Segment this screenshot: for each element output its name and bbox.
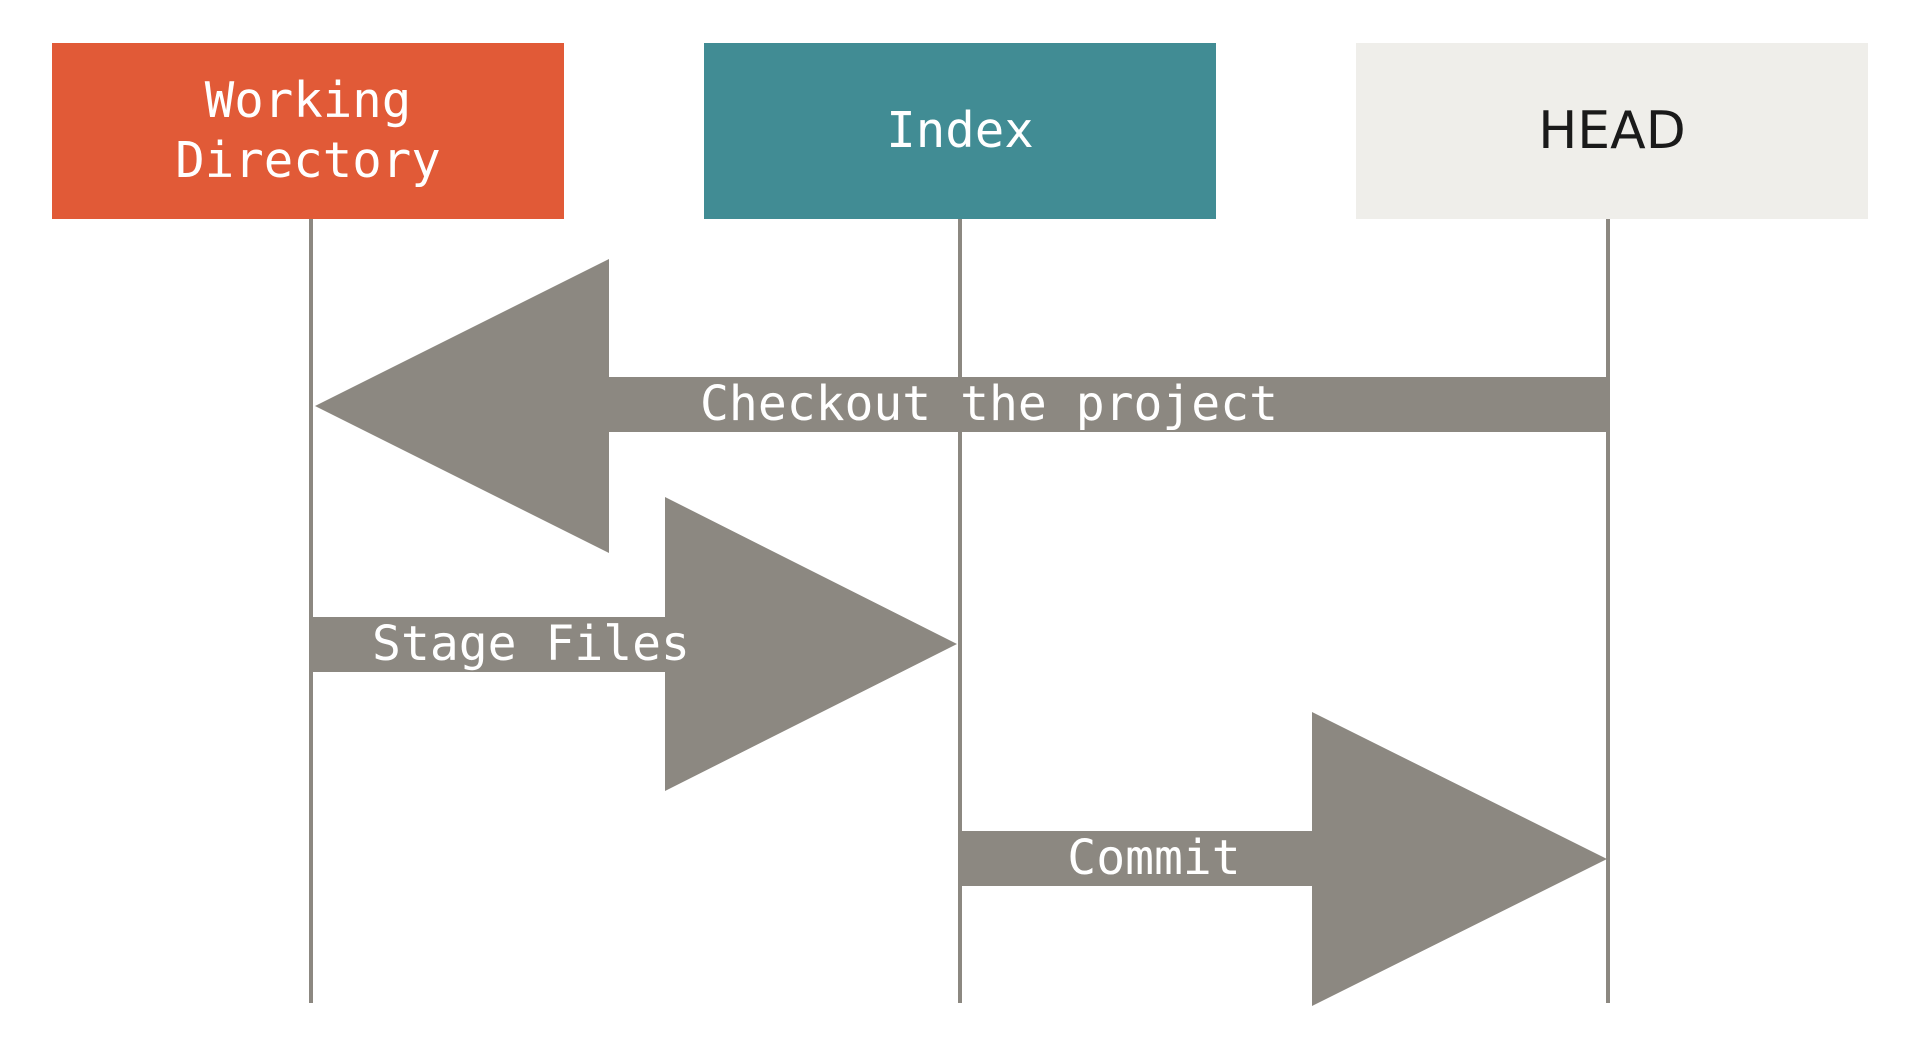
head-box: HEAD [1356, 43, 1868, 219]
checkout-arrow-label: Checkout the project [700, 376, 1278, 432]
commit-arrow: Commit [960, 712, 1607, 1006]
head-label: HEAD [1538, 101, 1686, 161]
working-directory-label: Working Directory [175, 72, 441, 189]
index-label: Index [886, 102, 1034, 159]
stage-arrow-label: Stage Files [372, 616, 690, 672]
commit-arrow-label: Commit [1067, 830, 1240, 886]
commit-arrow-shape [960, 712, 1607, 1006]
working-directory-box: Working Directory [52, 43, 564, 219]
checkout-arrow-shape [315, 259, 1608, 553]
stage-arrow: Stage Files [311, 497, 957, 791]
index-box: Index [704, 43, 1216, 219]
stage-arrow-shape [311, 497, 957, 791]
working-directory-lifeline [309, 219, 313, 1003]
index-lifeline [958, 219, 962, 1003]
head-lifeline [1606, 219, 1610, 1003]
checkout-arrow: Checkout the project [315, 259, 1608, 553]
